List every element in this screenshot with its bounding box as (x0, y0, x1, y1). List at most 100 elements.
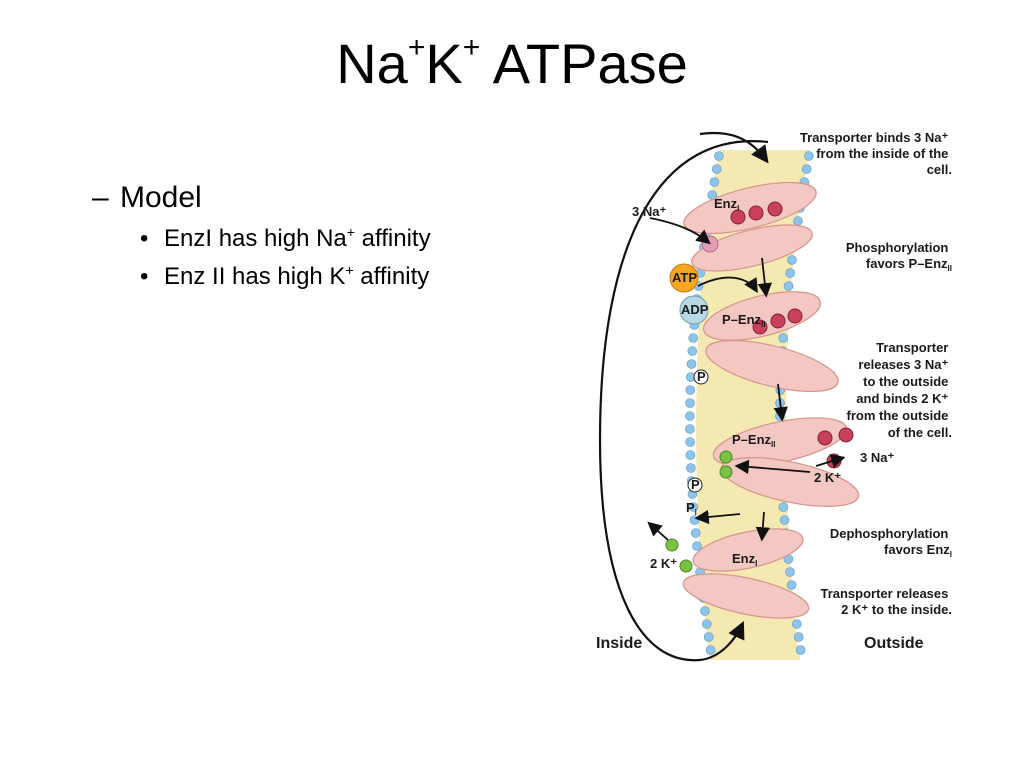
na-ion (748, 205, 764, 221)
lipid-head (688, 502, 699, 512)
lipid-head (792, 619, 802, 629)
cycle-arrow (598, 140, 769, 662)
lipid-head (785, 567, 795, 577)
k-ion (679, 559, 693, 573)
lipid-head (686, 359, 697, 369)
enz1b-lower (682, 573, 810, 619)
lipid-head (778, 502, 789, 512)
lipid-head (685, 385, 696, 395)
lipid-head (685, 424, 695, 434)
lipid-head (703, 632, 714, 642)
label-inside: Inside (596, 635, 642, 652)
transition-arrows (647, 217, 846, 542)
cycle-arrow-head (699, 132, 769, 164)
lipid-head (711, 164, 722, 174)
penz2-lower (705, 339, 839, 393)
label-enz1: EnzI (714, 196, 739, 213)
caption-step2: Phosphorylation favors P–EnzII (846, 240, 952, 273)
lipid-head (685, 450, 696, 460)
lipid-head (775, 411, 785, 421)
k-ion (719, 465, 733, 479)
label-2k-inside: 2 K⁺ (650, 556, 677, 571)
na-in-arrow (649, 217, 711, 245)
phosphate-circle (687, 477, 703, 493)
lipid-head (785, 268, 795, 278)
na-ion (838, 427, 854, 443)
lipid-head (793, 632, 804, 642)
caption-step3: Transporter releases 3 Na⁺ to the outsid… (847, 340, 952, 440)
na-ion (770, 313, 786, 329)
bullet-level1: – Model (92, 178, 431, 218)
title-k-charge: + (462, 31, 481, 64)
dash-marker: – (92, 181, 109, 214)
bullet-list: – Model • EnzI has high Na+ affinity • E… (92, 178, 431, 294)
bullet-marker: • (140, 225, 149, 252)
lipid-head (778, 333, 788, 343)
k-in-arrow (734, 459, 811, 475)
lipid-head (709, 177, 720, 187)
lipid-head (688, 333, 698, 343)
na-ion (730, 209, 746, 225)
title-k: K (425, 32, 463, 95)
lipid-head (685, 437, 695, 447)
lipid-head (779, 515, 790, 525)
step-arrow (755, 511, 771, 542)
label-3na-outside: 3 Na⁺ (860, 450, 894, 465)
lipid-head (690, 528, 701, 538)
lipid-head (787, 255, 797, 265)
na-ion (752, 319, 768, 335)
label-p2: P (691, 477, 700, 492)
lipid-head (685, 398, 695, 408)
lipid-head (702, 619, 712, 629)
caption-step4: Dephosphorylation favors EnzI (830, 526, 952, 559)
k-ion (665, 538, 679, 552)
step-arrow (757, 257, 772, 298)
lipid-head (685, 411, 695, 421)
lipid-head (786, 580, 797, 590)
na-k-atpase-diagram: 3 Na⁺ EnzI ATP ADP P–EnzII P P–EnzII 3 N… (596, 130, 952, 662)
atp-molecule (669, 263, 699, 293)
protein-states (682, 181, 860, 619)
slide-title: Na+K+ ATPase (0, 28, 1024, 100)
pi-release-arrow (694, 509, 741, 525)
step-arrow (773, 383, 788, 422)
label-penz2-b: P–EnzII (732, 432, 775, 449)
penz2-upper (702, 291, 822, 341)
lipid-head (714, 151, 724, 161)
label-2k-outside: 2 K⁺ (814, 470, 841, 485)
enz1b-upper (692, 528, 804, 572)
bullet-enz2: • Enz II has high K+ affinity (140, 260, 431, 294)
lipid-head (801, 164, 812, 174)
k-release-arrow (647, 521, 669, 541)
na-ion (767, 201, 783, 217)
lipid-head (692, 541, 702, 551)
label-outside: Outside (864, 635, 924, 652)
bullet-text: Enz II has high K+ affinity (164, 262, 430, 290)
adp-molecule (679, 295, 709, 325)
label-adp: ADP (681, 302, 709, 317)
k-ion (719, 450, 733, 464)
lipid-head (795, 645, 806, 655)
title-na-charge: + (407, 31, 426, 64)
bullet-marker: • (140, 263, 149, 290)
na-ion (817, 430, 833, 446)
title-na: Na (336, 32, 408, 95)
label-enz1-b: EnzI (732, 551, 757, 568)
na-out-arrow (815, 454, 846, 469)
label-pi: Pi (686, 500, 697, 517)
atp-arrow (697, 276, 758, 294)
phosphate-circle (693, 369, 709, 385)
caption-step1: Transporter binds 3 Na⁺ from the inside … (800, 130, 952, 177)
lipid-head (804, 151, 814, 161)
lipid-head (783, 281, 794, 291)
label-atp: ATP (672, 270, 697, 285)
lipid-head (705, 645, 716, 655)
caption-step5: Transporter releases 2 K⁺ to the inside. (820, 586, 952, 617)
captions: Transporter binds 3 Na⁺ from the inside … (800, 130, 952, 617)
bullet-enz1: • EnzI has high Na+ affinity (140, 222, 431, 256)
lipid-head (793, 216, 803, 226)
k-ions (665, 450, 733, 573)
enz1-upper (683, 181, 817, 235)
title-atpase: ATPase (480, 32, 688, 95)
label-3na-inside: 3 Na⁺ (632, 204, 666, 219)
